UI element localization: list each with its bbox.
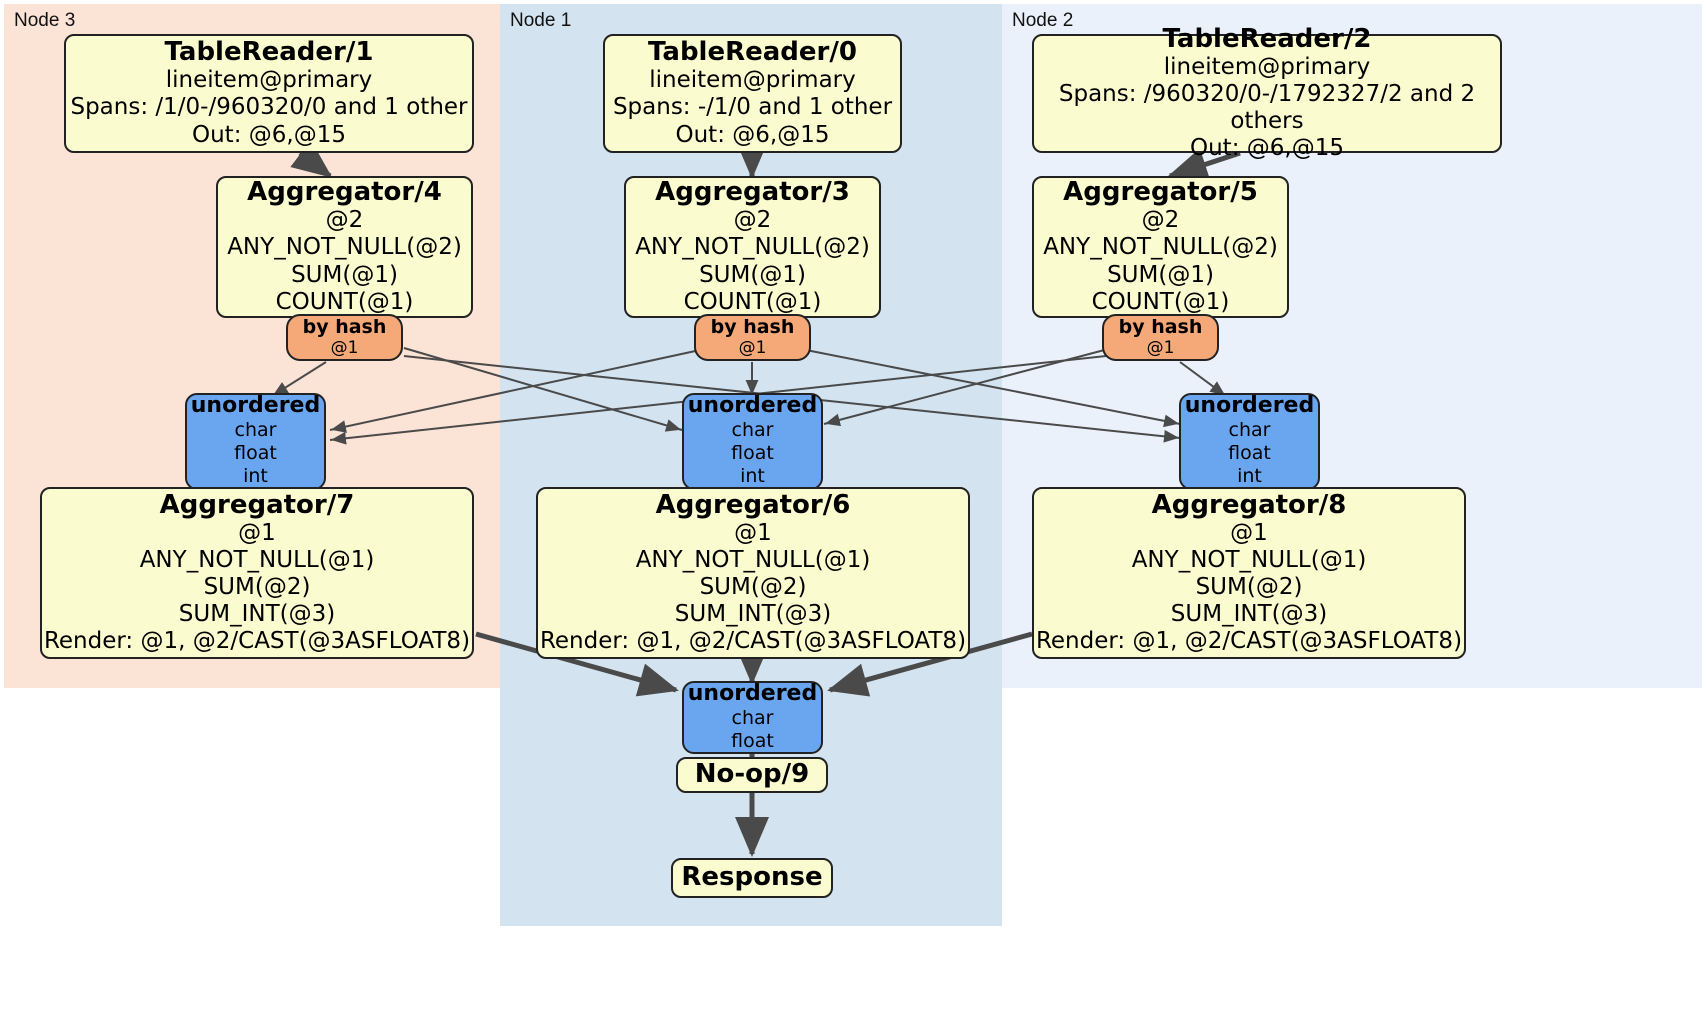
node-detail: Spans: /960320/0-/1792327/2 and 2 others bbox=[1058, 80, 1476, 135]
node-aggregator-8[interactable]: Aggregator/8 @1 ANY_NOT_NULL(@1) SUM(@2)… bbox=[1032, 487, 1466, 659]
node-detail: SUM_INT(@3) bbox=[674, 601, 832, 628]
node-detail: int bbox=[243, 465, 268, 488]
node-detail: int bbox=[1237, 465, 1262, 488]
node-detail: float bbox=[1228, 442, 1271, 465]
node-detail: ANY_NOT_NULL(@2) bbox=[635, 234, 870, 261]
node-detail: @1 bbox=[330, 337, 359, 358]
node-detail: @1 bbox=[1230, 519, 1268, 546]
node-detail: Out: @6,@15 bbox=[675, 121, 830, 148]
node-detail: @1 bbox=[734, 519, 772, 546]
node-detail: lineitem@primary bbox=[649, 67, 856, 94]
node-unordered-mid[interactable]: unordered char float int bbox=[682, 393, 823, 490]
node-title: unordered bbox=[1184, 393, 1315, 419]
node-detail: ANY_NOT_NULL(@2) bbox=[1043, 234, 1278, 261]
node-detail: @2 bbox=[325, 207, 364, 234]
node-detail: ANY_NOT_NULL(@1) bbox=[1131, 546, 1367, 573]
node-detail: SUM(@1) bbox=[1107, 261, 1214, 288]
node-title: Aggregator/4 bbox=[247, 177, 442, 208]
node-aggregator-4[interactable]: Aggregator/4 @2 ANY_NOT_NULL(@2) SUM(@1)… bbox=[216, 176, 473, 318]
node-detail: SUM_INT(@3) bbox=[1170, 601, 1328, 628]
node-title: No-op/9 bbox=[694, 759, 810, 790]
node-detail: Spans: -/1/0 and 1 other bbox=[612, 94, 893, 121]
node-detail: COUNT(@1) bbox=[275, 288, 414, 315]
node-aggregator-3[interactable]: Aggregator/3 @2 ANY_NOT_NULL(@2) SUM(@1)… bbox=[624, 176, 881, 318]
node-detail: @2 bbox=[733, 207, 772, 234]
node-title: unordered bbox=[687, 681, 818, 707]
node-detail: Render: @1, @2/CAST(@3ASFLOAT8) bbox=[1035, 628, 1463, 655]
node-detail: Spans: /1/0-/960320/0 and 1 other bbox=[70, 94, 468, 121]
node-detail: ANY_NOT_NULL(@2) bbox=[227, 234, 462, 261]
node-aggregator-7[interactable]: Aggregator/7 @1 ANY_NOT_NULL(@1) SUM(@2)… bbox=[40, 487, 474, 659]
node-title: Response bbox=[681, 862, 823, 893]
node-detail: SUM(@2) bbox=[203, 573, 311, 600]
node-detail: Out: @6,@15 bbox=[192, 121, 346, 148]
node-unordered-right[interactable]: unordered char float int bbox=[1179, 393, 1320, 490]
node-title: Aggregator/3 bbox=[655, 177, 850, 208]
node-detail: Render: @1, @2/CAST(@3ASFLOAT8) bbox=[43, 628, 471, 655]
node-detail: @1 bbox=[238, 519, 276, 546]
node-detail: ANY_NOT_NULL(@1) bbox=[635, 546, 871, 573]
node-detail: float bbox=[731, 442, 774, 465]
node-detail: @1 bbox=[1146, 337, 1175, 358]
node-detail: Render: @1, @2/CAST(@3ASFLOAT8) bbox=[539, 628, 967, 655]
node-title: by hash bbox=[302, 315, 387, 338]
node-by-hash-right[interactable]: by hash @1 bbox=[1102, 314, 1219, 361]
node-detail: SUM(@1) bbox=[291, 261, 398, 288]
node-detail: SUM(@2) bbox=[1195, 573, 1303, 600]
node-title: Aggregator/7 bbox=[159, 489, 355, 520]
node-detail: Out: @6,@15 bbox=[1190, 135, 1344, 162]
node-title: by hash bbox=[710, 315, 795, 338]
node-title: TableReader/2 bbox=[1162, 23, 1372, 54]
node-detail: COUNT(@1) bbox=[1091, 288, 1230, 315]
node-detail: ANY_NOT_NULL(@1) bbox=[139, 546, 375, 573]
node-title: unordered bbox=[190, 393, 321, 419]
node-tablereader-1[interactable]: TableReader/1 lineitem@primary Spans: /1… bbox=[64, 34, 474, 153]
node-detail: char bbox=[731, 419, 774, 442]
node-detail: char bbox=[731, 706, 774, 729]
node-detail: char bbox=[1228, 419, 1271, 442]
node-no-op-9[interactable]: No-op/9 bbox=[676, 757, 828, 793]
node-detail: SUM(@1) bbox=[699, 261, 806, 288]
node-title: Aggregator/5 bbox=[1063, 177, 1258, 208]
node-detail: @2 bbox=[1141, 207, 1180, 234]
node-detail: float bbox=[731, 729, 774, 752]
node-title: TableReader/0 bbox=[648, 37, 857, 68]
node-detail: int bbox=[740, 465, 765, 488]
node-detail: SUM(@2) bbox=[699, 573, 807, 600]
node-detail: COUNT(@1) bbox=[683, 288, 822, 315]
node-detail: lineitem@primary bbox=[165, 67, 373, 94]
panel-node-3-label: Node 3 bbox=[14, 10, 76, 31]
node-title: Aggregator/6 bbox=[655, 489, 851, 520]
node-detail: lineitem@primary bbox=[1163, 53, 1371, 80]
node-detail: float bbox=[234, 442, 277, 465]
node-tablereader-0[interactable]: TableReader/0 lineitem@primary Spans: -/… bbox=[603, 34, 902, 153]
node-title: Aggregator/8 bbox=[1151, 489, 1347, 520]
node-title: unordered bbox=[687, 393, 818, 419]
node-unordered-left[interactable]: unordered char float int bbox=[185, 393, 326, 490]
node-tablereader-2[interactable]: TableReader/2 lineitem@primary Spans: /9… bbox=[1032, 24, 1502, 161]
node-unordered-final[interactable]: unordered char float bbox=[682, 681, 823, 754]
node-by-hash-mid[interactable]: by hash @1 bbox=[694, 314, 811, 361]
node-aggregator-5[interactable]: Aggregator/5 @2 ANY_NOT_NULL(@2) SUM(@1)… bbox=[1032, 176, 1289, 318]
node-detail: @1 bbox=[738, 337, 767, 358]
panel-node-2-label: Node 2 bbox=[1012, 10, 1074, 31]
node-aggregator-6[interactable]: Aggregator/6 @1 ANY_NOT_NULL(@1) SUM(@2)… bbox=[536, 487, 970, 659]
node-detail: SUM_INT(@3) bbox=[178, 601, 336, 628]
node-by-hash-left[interactable]: by hash @1 bbox=[286, 314, 403, 361]
node-title: by hash bbox=[1118, 315, 1203, 338]
panel-node-1-label: Node 1 bbox=[510, 10, 572, 31]
node-title: TableReader/1 bbox=[164, 37, 374, 68]
node-detail: char bbox=[234, 419, 277, 442]
node-response[interactable]: Response bbox=[671, 858, 833, 898]
